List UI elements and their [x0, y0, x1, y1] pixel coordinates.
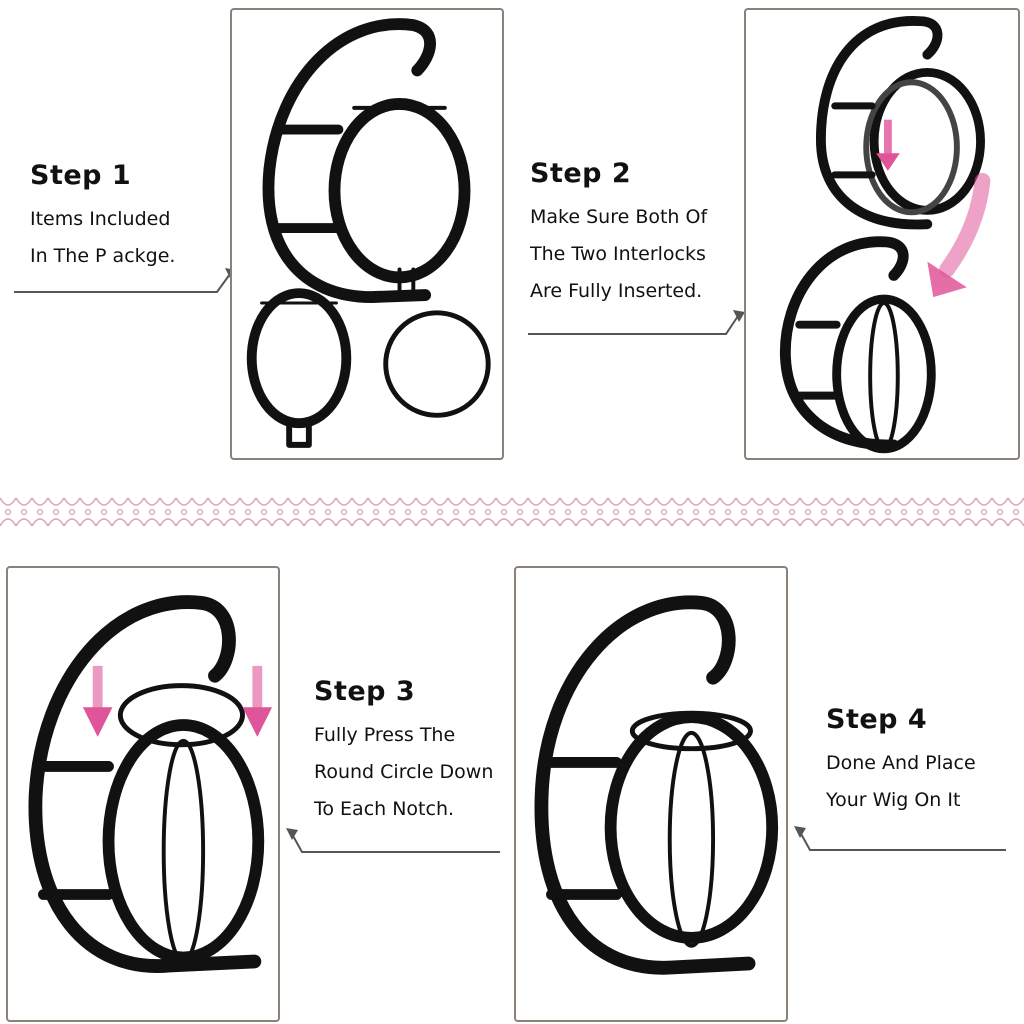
- step-2-line-1: Make Sure Both Of: [530, 206, 708, 228]
- step-2-title: Step 2: [530, 158, 632, 189]
- panel-step-2: [744, 8, 1020, 460]
- pink-down-arrow-icon: [82, 665, 113, 737]
- decorative-lattice-divider: [0, 494, 1024, 530]
- step-3-text: Step 3 Fully Press The Round Circle Down…: [314, 676, 493, 828]
- panel-step-3: [6, 566, 280, 1022]
- step-1-title: Step 1: [30, 160, 132, 191]
- arrow-pointer-icon: [286, 828, 500, 853]
- completed-stand-illustration: [534, 595, 779, 975]
- step-4-title: Step 4: [826, 704, 928, 735]
- step-1-text: Step 1 Items Included In The P ackge.: [30, 160, 175, 275]
- step-3-line-1: Fully Press The: [314, 724, 456, 746]
- step-4-line-1: Done And Place: [826, 752, 976, 774]
- step-2-line-2: The Two Interlocks: [530, 243, 706, 265]
- pink-down-arrow-icon: [242, 665, 273, 737]
- step-2-line-3: Are Fully Inserted.: [530, 280, 703, 302]
- arrow-pointer-icon: [528, 310, 745, 335]
- arrow-pointer-icon: [794, 826, 1006, 851]
- pink-down-arrow-icon: [876, 119, 900, 171]
- panel-step-4: [514, 566, 788, 1022]
- step-2-text: Step 2 Make Sure Both Of The Two Interlo…: [530, 158, 707, 310]
- panel-step-1: [230, 8, 504, 460]
- step-3-line-3: To Each Notch.: [314, 798, 455, 820]
- wig-stand-parts-illustration: [246, 18, 491, 448]
- interlock-assembly-illustration: [779, 16, 991, 454]
- step-1-line-2: In The P ackge.: [30, 245, 176, 267]
- pink-diagonal-arrow-icon: [927, 172, 991, 298]
- press-circle-illustration: [28, 595, 273, 973]
- arrow-pointer-icon: [14, 268, 237, 293]
- step-4-line-2: Your Wig On It: [826, 789, 961, 811]
- step-4-text: Step 4 Done And Place Your Wig On It: [826, 704, 976, 819]
- step-3-title: Step 3: [314, 676, 416, 707]
- step-1-line-1: Items Included: [30, 208, 171, 230]
- step-3-line-2: Round Circle Down: [314, 761, 494, 783]
